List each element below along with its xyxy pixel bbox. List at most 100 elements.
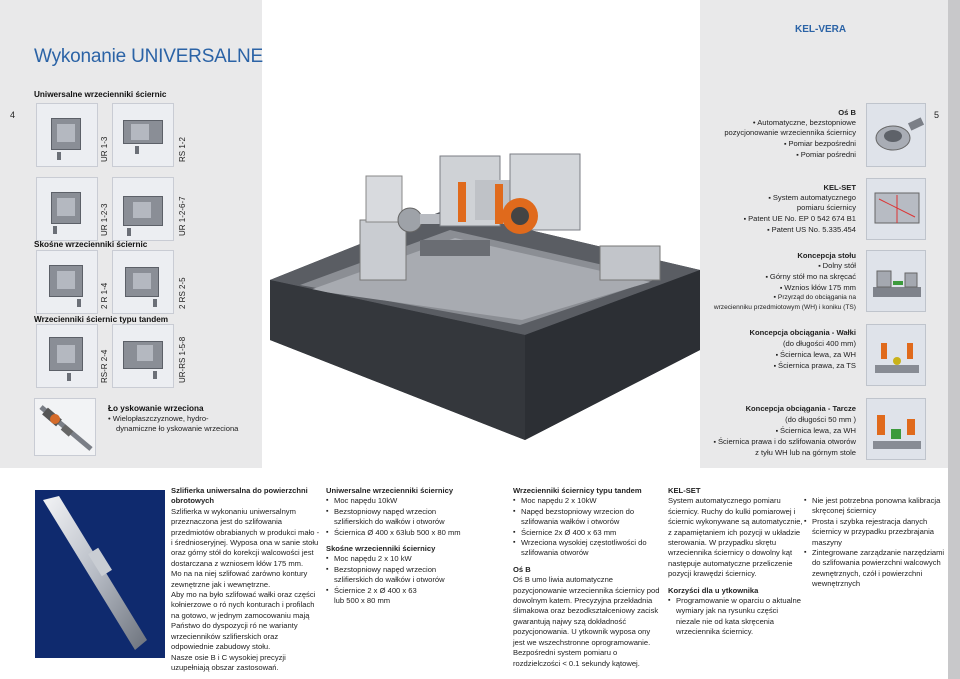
col2-item-1: Moc napędu 10kW (326, 496, 496, 507)
label-ur-1-2-6-7: UR 1-2-6-7 (178, 196, 187, 236)
col1-line-10: kołnierzowe o ró nych konturach i profil… (171, 600, 315, 610)
col2-indent-3: lub 500 x 80 mm (334, 596, 391, 606)
dressing-discs-image (866, 398, 926, 460)
col1-line-13: wrzecienników szlifierskich oraz (171, 631, 279, 641)
col5-indent-4: do szlifowania powierzchni walcowych (812, 558, 941, 568)
col3-item-3: Ściernice 2x Ø 400 x 63 mm (513, 528, 663, 539)
label-2r-1-4: 2 R 1-4 (100, 282, 109, 309)
col2-indent-2: szlifierskich do wałków i otworów (334, 575, 445, 585)
discs-title: Koncepcja obciągania - Tarcze (745, 404, 856, 413)
col1-title: Szlifierka uniwersalna do powierzchni ob… (171, 486, 308, 506)
col5-item-3: Zintegrowane zarządzanie narzędziami (804, 548, 946, 559)
col1-line-5: oraz górny stół do korekcji walcowości j… (171, 548, 314, 558)
section-universal-title: Uniwersalne wrzecienniki ściernic (34, 90, 167, 99)
section-tandem-title: Wrzecienniki ściernic typu tandem (34, 315, 169, 324)
col5-item-1: Nie jest potrzebna ponowna kalibracja (804, 496, 946, 507)
col1-line-15: Nasze osie B i C wysokiej precyzji (171, 652, 286, 662)
col4-indent-1: wymiary jak na rysunku części (676, 606, 779, 616)
dressing-shafts-block: Koncepcja obciągania - Wałki (do długośc… (700, 328, 856, 376)
col4-line-3: ściernic wykonywane są automatycznie, (668, 517, 803, 527)
table-line-4: Przyrząd do obciągania na (773, 293, 856, 303)
kelset-line-2: pomiaru ściernicy (796, 203, 856, 212)
col4-item-1: Programowanie w oparciu o aktualne (668, 596, 808, 607)
col4-title-2: Korzyści dla u ytkownika (668, 585, 759, 595)
col1-line-16: uzupełniają obszar zastosowań. (171, 662, 279, 672)
col5-indent-2: ściernicy w przypadku przezbrajania (812, 527, 934, 537)
col3-item-1: Moc napędu 2 x 10kW (513, 496, 663, 507)
discs-line-3: Ściernica prawa i do szlifowania otworów (714, 437, 856, 448)
machine-illustration (270, 150, 700, 450)
page-number-right: 5 (934, 110, 940, 120)
thumbnail-2rs-2-5 (112, 250, 174, 314)
section-skew-title: Skośne wrzecienniki ściernic (34, 240, 148, 249)
col2-title-1: Uniwersalne wrzecienniki ściernicy (326, 486, 454, 495)
col1-line-12: Państwo do dyspozycji ró ne warianty (171, 621, 298, 631)
thumbnail-rs-r-2-4 (36, 324, 98, 388)
col1-line-11: na gotowo, w jednym zamocowaniu mają (171, 610, 310, 620)
col4-line-7: następuje automatyczne przeliczenie (668, 558, 793, 568)
label-ur-1-2-3: UR 1-2-3 (100, 203, 109, 236)
col3-line-3: dowolnym katem. Precyzyjna przekładnia (513, 596, 653, 606)
col3-title-1: Wrzecienniki ściernicy typu tandem (513, 486, 642, 495)
col3-line-5: gwarantują najwy szą dokładność (513, 616, 627, 626)
kelset-image (866, 178, 926, 240)
discs-line-4: z tyłu WH lub na górnym stole (755, 448, 856, 457)
col2-indent-1: szlifierskich do wałków i otworów (334, 517, 445, 527)
thumbnail-rs-1-2 (112, 103, 174, 167)
dressing-discs-block: Koncepcja obciągania - Tarcze (do długoś… (700, 404, 856, 460)
col3-item-2: Napęd bezstopniowy wrzecion do (513, 507, 663, 518)
label-rs-1-2: RS 1-2 (178, 137, 187, 162)
bearing-line-1: Wielopłaszczyznowe, hydro- (108, 414, 238, 424)
col3-line-8: Bezpośredni system pomiaru o (513, 648, 618, 658)
thumbnail-ur-1-3 (36, 103, 98, 167)
col2-item-6: Ściernice 2 x Ø 400 x 63 (326, 586, 496, 597)
brand-name: KEL-VERA (795, 24, 847, 35)
spindle-photo (35, 490, 165, 658)
osb-title: Oś B (838, 108, 856, 117)
dressing-shafts-image (866, 324, 926, 386)
osb-line-4: Pomiar pośredni (796, 150, 856, 161)
col4-line-2: ściernicy. Ruchy do kulki pomiarowej i (668, 506, 796, 516)
osb-line-2: pozycjonowanie wrzeciennika ściernicy (724, 128, 856, 137)
col3-title-2: Oś B (513, 564, 531, 574)
table-concept-image (866, 250, 926, 312)
col4-line-5: sterowania. W przypadku skrętu (668, 538, 777, 548)
col3-indent-1: szlifowania wałków i otworów (521, 517, 620, 527)
col2-item-4: Moc napędu 2 x 10 kW (326, 554, 496, 565)
col4-indent-2: niezale nie od kata skręcenia (676, 616, 774, 626)
label-ur-1-3: UR 1-3 (100, 136, 109, 162)
table-line-5: wrzecienniku przedmiotowym (WH) i koniku… (713, 304, 856, 311)
label-rs-r-2-4: RS-R 2-4 (100, 349, 109, 383)
thumbnail-ur-1-2-3 (36, 177, 98, 241)
discs-line-2: Ściernica lewa, za WH (776, 426, 856, 437)
osb-line-1: Automatyczne, bezstopniowe (753, 118, 856, 128)
col1-line-1: Szlifierka w wykonaniu uniwersalnym (171, 506, 296, 516)
thumbnail-ur-1-2-6-7 (112, 177, 174, 241)
col3-item-4: Wrzeciona wysokiej częstotliwości do (513, 538, 663, 549)
column-kelset: KEL-SET System automatycznego pomiaru śc… (668, 486, 808, 638)
col3-line-7: jest we wszechstronne oprogramowanie. (513, 637, 651, 647)
col3-line-9: rozdzielczości < 0.1 sekundy kątowej. (513, 658, 640, 668)
col2-item-5: Bezstopniowy napęd wrzecion (326, 565, 496, 576)
kelset-line-4: Patent US No. 5.335.454 (767, 225, 856, 236)
col1-line-7: Mo na na niej szlifować zarówno kontury (171, 569, 308, 579)
thumbnail-2r-1-4 (36, 250, 98, 314)
table-concept-block: Koncepcja stołu Dolny stół Górny stół mo… (700, 251, 856, 311)
col5-item-2: Prosta i szybka rejestracja danych (804, 517, 946, 528)
discs-line-1: (do długości 50 mm ) (785, 415, 856, 424)
col1-line-3: przedmiotów obrabianych w produkci mało … (171, 527, 320, 537)
table-line-1: Dolny stół (818, 261, 856, 272)
col4-line-1: System automatycznego pomiaru (668, 496, 781, 506)
col3-indent-2: szlifowania otworów (521, 548, 589, 558)
page-title: Wykonanie UNIVERSALNE (34, 46, 263, 67)
col1-line-9: Aby mo na było szlifować wałki oraz częś… (171, 590, 316, 600)
bearing-title: Ło yskowanie wrzeciona (108, 404, 204, 413)
osb-rotary-image (866, 103, 926, 167)
right-edge-strip (948, 0, 960, 679)
col3-line-6: pozycjonowania. U ytkownik wyposa ony (513, 627, 651, 637)
bearing-text: Wielopłaszczyznowe, hydro- dynamiczne ło… (108, 414, 239, 435)
col5-indent-3: maszyny (812, 537, 842, 547)
column-universal-grinder: Szlifierka uniwersalna do powierzchni ob… (171, 486, 323, 673)
shafts-line-3: Ściernica prawa, za TS (774, 361, 856, 372)
column-tandem-b-axis: Wrzecienniki ściernicy typu tandem Moc n… (513, 486, 663, 669)
